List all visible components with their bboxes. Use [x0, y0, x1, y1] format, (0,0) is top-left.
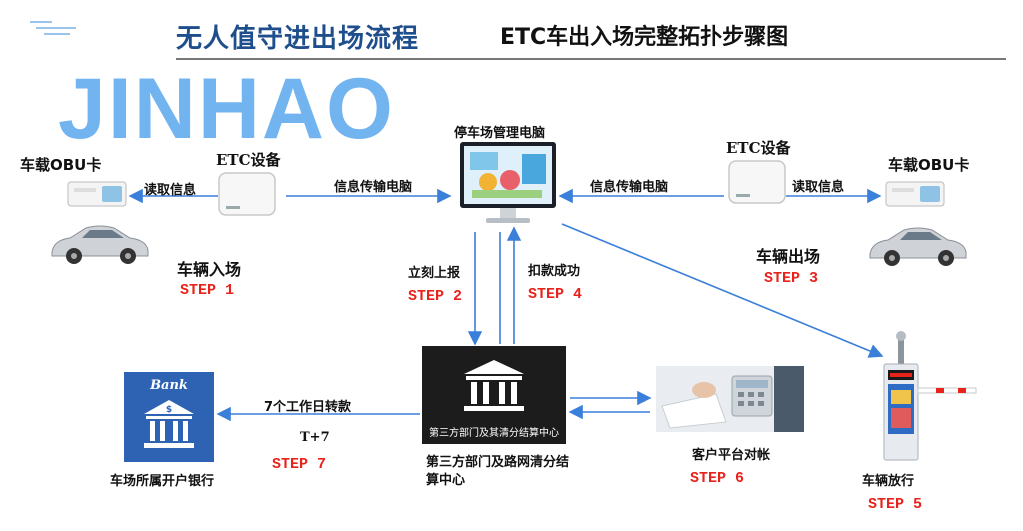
edge-t7: T+7	[300, 430, 330, 445]
obu-card-right-icon	[885, 181, 945, 207]
etc-device-right-icon	[728, 160, 786, 204]
step-2: STEP 2	[408, 288, 463, 305]
institution-icon	[464, 360, 524, 411]
bank-label: 车场所属开户银行	[110, 474, 215, 489]
vehicle-entry-label: 车辆入场	[177, 260, 242, 279]
obu-right-label: 车载OBU卡	[888, 156, 970, 174]
car-left-icon	[51, 225, 149, 264]
clearing-center-box: 第三方部门及其清分结算中心	[422, 346, 566, 444]
bank-icon: $	[144, 400, 194, 448]
edge-report: 立刻上报	[408, 266, 461, 281]
arrow-release	[561, 223, 884, 358]
edge-read-left: 读取信息	[144, 183, 197, 198]
edge-transfer-bank: 7个工作日转款	[264, 400, 352, 415]
step-5: STEP 5	[868, 496, 923, 513]
bank-box: Bank $	[124, 372, 214, 462]
svg-text:$: $	[166, 405, 172, 415]
monitor-icon	[460, 142, 556, 223]
header-decoration	[30, 21, 76, 35]
etc-device-left-icon	[218, 172, 276, 216]
edge-transfer-right: 信息传输电脑	[590, 180, 669, 195]
bank-sign: Bank	[150, 378, 188, 393]
clearing-center-label: 第三方部门及路网清分结算中心	[426, 455, 570, 488]
reconcile-image	[656, 366, 804, 432]
watermark-logo: JINHAO	[58, 61, 395, 157]
step-7: STEP 7	[272, 456, 327, 473]
vehicle-exit-label: 车辆出场	[756, 247, 821, 266]
step-6: STEP 6	[690, 470, 745, 487]
pc-label: 停车场管理电脑	[454, 126, 546, 141]
obu-card-icon	[67, 181, 127, 207]
page-title: 无人值守进出场流程	[176, 24, 420, 54]
page-subtitle: ETC车出入场完整拓扑步骤图	[500, 25, 789, 50]
step-1: STEP 1	[180, 282, 235, 299]
edge-transfer-left: 信息传输电脑	[334, 180, 413, 195]
edge-deduct: 扣款成功	[528, 264, 581, 279]
release-label: 车辆放行	[862, 474, 915, 489]
clearing-center-sign: 第三方部门及其清分结算中心	[429, 428, 559, 439]
barrier-gate-icon	[883, 331, 977, 461]
car-right-icon	[869, 227, 967, 266]
step-4: STEP 4	[528, 286, 583, 303]
title-divider	[176, 58, 1006, 60]
etc-right-label: ETC设备	[726, 139, 791, 157]
etc-left-label: ETC设备	[216, 151, 281, 169]
obu-left-label: 车载OBU卡	[20, 156, 102, 174]
step-3: STEP 3	[764, 270, 819, 287]
edge-read-right: 读取信息	[792, 180, 845, 195]
reconcile-label: 客户平台对帐	[692, 448, 771, 463]
